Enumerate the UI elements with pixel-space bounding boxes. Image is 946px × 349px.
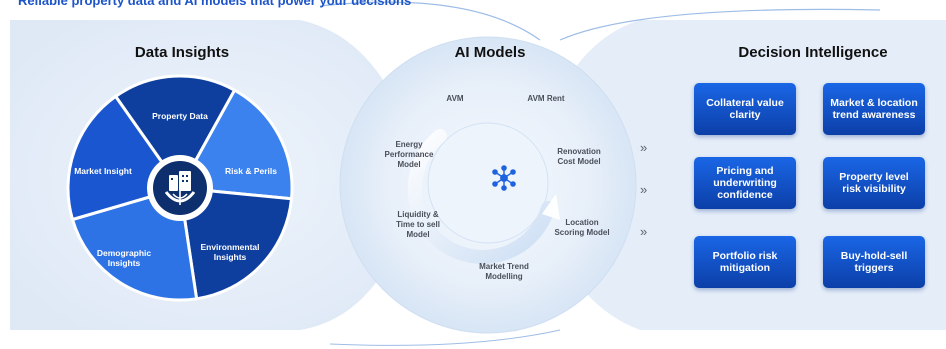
data-insights-wheel (66, 74, 294, 302)
decision-intelligence-title: Decision Intelligence (738, 44, 888, 61)
decision-card-collateral: Collateral value clarity (694, 83, 796, 135)
wheel-label-property-data: Property Data (152, 110, 208, 121)
cycle-arrow (407, 129, 555, 264)
wheel-label-market-insight: Market Insight (74, 165, 132, 176)
cycle-arrowhead-icon (542, 194, 560, 220)
ai-model-avm: AVM (446, 94, 464, 103)
wheel-label-environmental: Environmental Insights (200, 241, 260, 262)
ai-model-market-trend: Market Trend Modelling (479, 262, 529, 281)
decision-card-buy-hold-sell: Buy-hold-sell triggers (823, 236, 925, 288)
ai-model-renovation: Renovation Cost Model (557, 147, 601, 166)
decision-card-risk-visibility: Property level risk visibility (823, 157, 925, 209)
decision-card-portfolio: Portfolio risk mitigation (694, 236, 796, 288)
decision-card-market-trend: Market & location trend awareness (823, 83, 925, 135)
data-insights-title: Data Insights (134, 44, 230, 61)
wheel-label-demographic: Demographic Insights (96, 247, 152, 268)
page-tagline: Reliable property data and AI models tha… (18, 0, 412, 8)
chevron-right-icon: » (640, 140, 647, 155)
wheel-label-risk-perils: Risk & Perils (225, 165, 277, 176)
chevron-right-icon: » (640, 224, 647, 239)
ai-model-location-scoring: Location Scoring Model (554, 218, 610, 237)
ai-model-avm-rent: AVM Rent (527, 94, 565, 103)
chevron-right-icon: » (640, 182, 647, 197)
ai-model-liquidity: Liquidity & Time to sell Model (396, 210, 440, 239)
network-hub-icon (492, 165, 516, 191)
ai-model-energy: Energy Performance Model (384, 140, 434, 169)
decision-card-pricing: Pricing and underwriting confidence (694, 157, 796, 209)
ai-models-title: AI Models (454, 44, 526, 61)
